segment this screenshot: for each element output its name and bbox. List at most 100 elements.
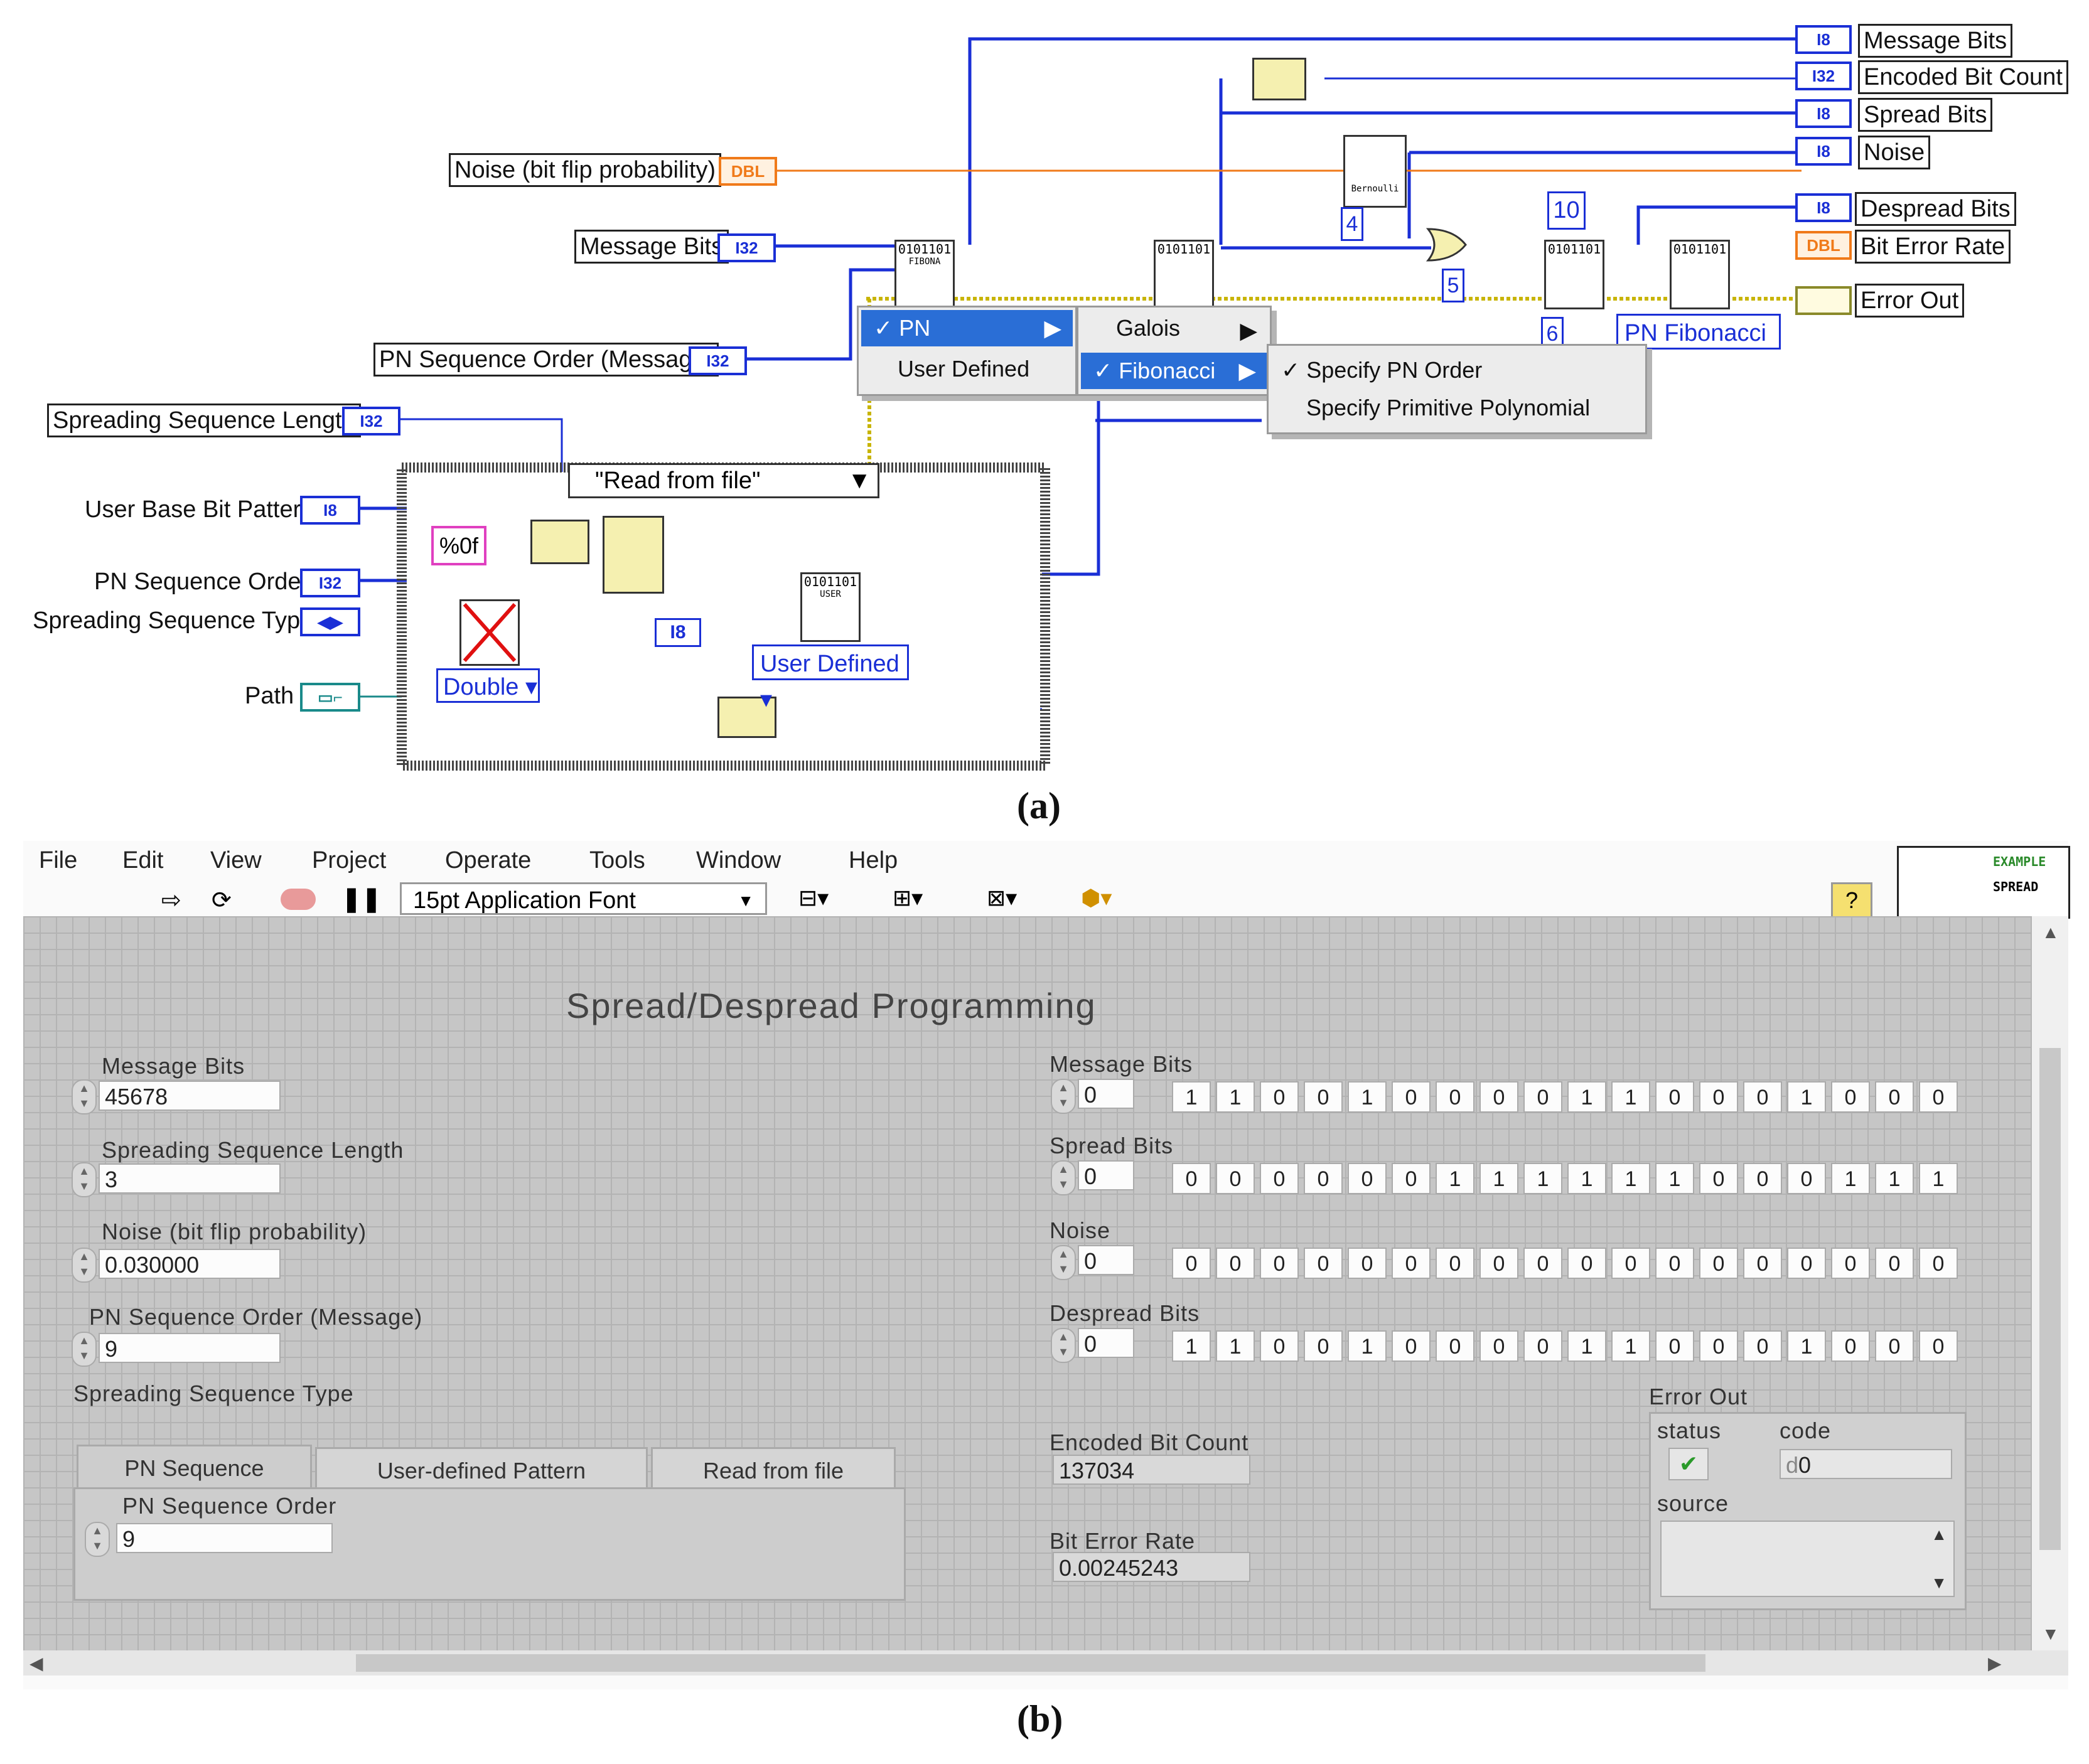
encoded-bit-count-value: 137034	[1053, 1455, 1250, 1485]
reorder-icon[interactable]: ⬢▾	[1081, 885, 1112, 911]
array-index-input[interactable]: 0	[1078, 1160, 1134, 1190]
scroll-up-icon[interactable]: ▲	[2042, 922, 2059, 942]
array-cell: 0	[1392, 1248, 1431, 1279]
array-cell: 0	[1743, 1163, 1782, 1194]
despread-node[interactable]: 0101101	[1544, 240, 1604, 309]
term-i32: I32	[300, 569, 360, 597]
array-index-spinner[interactable]: ▲▼	[1051, 1245, 1076, 1280]
pause-icon[interactable]: ❚❚	[341, 886, 382, 912]
menu-item-galois[interactable]: Galois	[1116, 315, 1181, 341]
bernoulli-node[interactable]: Bernoulli	[1343, 135, 1407, 208]
tab-pn-sequence[interactable]: PN Sequence	[77, 1445, 312, 1489]
pn-order-spinner[interactable]: ▲▼	[85, 1522, 110, 1557]
array-index-spinner[interactable]: ▲▼	[1051, 1079, 1076, 1114]
message-bits-input[interactable]: 45678	[99, 1081, 281, 1111]
menu-file[interactable]: File	[39, 847, 78, 874]
noise-input[interactable]: 0.030000	[99, 1249, 281, 1279]
font-select[interactable]: 15pt Application Font ▼	[400, 882, 767, 915]
menu-tools[interactable]: Tools	[589, 847, 645, 874]
spread-node[interactable]: 0101101	[1154, 240, 1214, 309]
abort-icon[interactable]	[281, 889, 316, 910]
ber-node[interactable]: 0101101	[1670, 240, 1730, 309]
term-i8: I8	[1795, 99, 1852, 128]
run-continuously-icon[interactable]: ⟳	[212, 887, 232, 914]
term-i32: I32	[717, 233, 776, 262]
scroll-left-icon[interactable]: ◀	[30, 1654, 43, 1673]
vertical-scroll-thumb[interactable]	[2039, 1048, 2061, 1550]
array-size-icon[interactable]	[717, 697, 776, 738]
help-icon[interactable]: ?	[1831, 882, 1872, 919]
code-label: code	[1780, 1418, 1832, 1443]
menu-operate[interactable]: Operate	[445, 847, 532, 874]
menu-item-user-defined[interactable]: User Defined	[898, 356, 1030, 382]
pn-order-message-spinner[interactable]: ▲▼	[72, 1332, 97, 1367]
node-bits-text: 0101101	[898, 242, 952, 257]
scroll-down-icon[interactable]: ▼	[1931, 1573, 1947, 1592]
spreading-length-spinner[interactable]: ▲▼	[72, 1162, 97, 1197]
resize-objects-icon[interactable]: ⊠▾	[987, 885, 1018, 911]
panel-grid: Spread/Despread Programming Message Bits…	[23, 916, 2032, 1650]
case-selector[interactable]: "Read from file" ▼	[568, 463, 879, 498]
scroll-up-icon[interactable]: ▲	[1931, 1525, 1947, 1544]
menu-project[interactable]: Project	[312, 847, 387, 874]
array-index-input[interactable]: 0	[1078, 1079, 1134, 1109]
array-index-input[interactable]: 0	[1078, 1245, 1134, 1275]
array-index-spinner[interactable]: ▲▼	[1051, 1328, 1076, 1363]
array-cell: 1	[1216, 1330, 1255, 1362]
array-cell: 0	[1743, 1248, 1782, 1279]
menu-window[interactable]: Window	[696, 847, 781, 874]
array-cell: 1	[1172, 1081, 1211, 1113]
menu-item-specify-polynomial[interactable]: Specify Primitive Polynomial	[1306, 395, 1591, 420]
distribute-objects-icon[interactable]: ⊞▾	[893, 885, 923, 911]
xor-gate-icon[interactable]	[1425, 226, 1469, 264]
user-defined-node[interactable]: 0101101 USER	[800, 572, 861, 642]
array-index-input[interactable]: 0	[1078, 1328, 1134, 1358]
noise-spinner[interactable]: ▲▼	[72, 1248, 97, 1283]
output-spread-bits: Spread Bits	[1858, 98, 1993, 132]
menu-help[interactable]: Help	[849, 847, 898, 874]
enum-icon: ◀▶	[318, 612, 343, 631]
scroll-down-icon[interactable]: ▼	[2042, 1624, 2059, 1644]
horizontal-scrollbar[interactable]: ◀ ▶	[23, 1650, 2068, 1676]
array-cell: 0	[1172, 1248, 1211, 1279]
array-cell: 0	[1479, 1081, 1518, 1113]
noise-label: Noise (bit flip probability)	[102, 1219, 367, 1244]
read-spreadsheet-icon-broken[interactable]	[459, 599, 520, 666]
run-arrow-icon[interactable]: ⇨	[161, 887, 181, 914]
term-enum: ◀▶	[300, 607, 360, 636]
spread-node-fibonacci[interactable]: 0101101 FIBONA	[894, 240, 955, 309]
menu-edit[interactable]: Edit	[122, 847, 164, 874]
align-objects-icon[interactable]: ⊟▾	[798, 885, 829, 911]
horizontal-scroll-thumb[interactable]	[356, 1654, 1705, 1672]
array-build-icon[interactable]	[603, 516, 664, 594]
user-defined-ring[interactable]: User Defined ▾	[752, 644, 909, 713]
menu-item-specify-pn-order[interactable]: ✓ Specify PN Order	[1281, 352, 1482, 388]
tab-user-defined-pattern[interactable]: User-defined Pattern	[315, 1447, 648, 1491]
front-panel-window: File Edit View Project Operate Tools Win…	[23, 841, 2070, 1689]
node-user-text: USER	[820, 589, 841, 599]
vi-icon-example: EXAMPLE	[1993, 854, 2046, 869]
spreading-length-input[interactable]: 3	[99, 1163, 281, 1194]
scroll-right-icon[interactable]: ▶	[1988, 1654, 2002, 1673]
array-cell: 0	[1304, 1330, 1343, 1362]
menu-item-fibonacci-label: Fibonacci	[1119, 358, 1216, 383]
source-text-box[interactable]: ▲ ▼	[1660, 1521, 1955, 1597]
array-index-spinner[interactable]: ▲▼	[1051, 1160, 1076, 1195]
vertical-scrollbar[interactable]: ▲ ▼	[2032, 916, 2068, 1650]
double-type-selector[interactable]: Double ▾	[436, 668, 540, 703]
menu-item-pn[interactable]: ✓ PN ▶	[861, 310, 1073, 346]
term-i8: I8	[1795, 193, 1852, 222]
menu-item-fibonacci[interactable]: ✓ Fibonacci ▶	[1081, 353, 1267, 389]
array-transpose-icon[interactable]	[530, 520, 589, 564]
array-cell: 0	[1787, 1248, 1826, 1279]
constant-5: 5	[1442, 269, 1464, 302]
tab-read-from-file[interactable]: Read from file	[651, 1447, 896, 1491]
term-error-cluster	[1795, 286, 1852, 315]
pn-order-message-input[interactable]: 9	[99, 1333, 281, 1363]
pn-fibonacci-ring[interactable]: PN Fibonacci ▾	[1616, 314, 1781, 382]
pn-order-input[interactable]: 9	[116, 1523, 333, 1553]
message-bits-spinner[interactable]: ▲▼	[72, 1079, 97, 1115]
menu-view[interactable]: View	[210, 847, 262, 874]
term-path: ▭⌐	[300, 683, 360, 712]
array-size-icon[interactable]	[1252, 58, 1306, 100]
